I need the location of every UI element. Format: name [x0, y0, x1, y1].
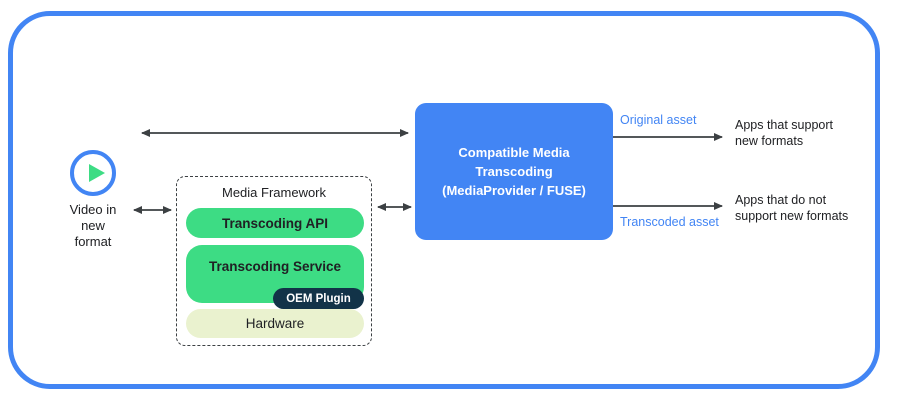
oem-plugin-label: OEM Plugin [286, 292, 351, 305]
video-caption-line-2: new [81, 218, 105, 233]
apps-supporting-new-formats-label: Apps that support new formats [735, 117, 833, 149]
hardware-block[interactable]: Hardware [186, 309, 364, 338]
cmt-line-3: (MediaProvider / FUSE) [442, 183, 586, 198]
oem-plugin-badge[interactable]: OEM Plugin [273, 288, 364, 309]
cmt-line-1: Compatible Media [458, 145, 570, 160]
hardware-label: Hardware [245, 316, 305, 331]
cmt-text-block: Compatible Media Transcoding (MediaProvi… [442, 143, 586, 200]
original-asset-label: Original asset [620, 113, 697, 127]
transcoding-service-label: Transcoding Service [208, 259, 342, 274]
play-circle-icon [70, 150, 116, 196]
play-triangle-icon [89, 164, 105, 182]
compatible-media-transcoding-box[interactable]: Compatible Media Transcoding (MediaProvi… [415, 103, 613, 240]
media-framework-container: Media Framework Transcoding API Transcod… [176, 176, 372, 346]
media-framework-title: Media Framework [221, 185, 327, 200]
video-source-caption: Video in new format [43, 202, 143, 250]
apps-not-supporting-line-1: Apps that do not [735, 193, 827, 207]
transcoding-api-block[interactable]: Transcoding API [186, 208, 364, 238]
apps-not-supporting-line-2: support new formats [735, 209, 849, 223]
apps-supporting-line-2: new formats [735, 134, 804, 148]
transcoded-asset-label: Transcoded asset [620, 215, 719, 229]
cmt-line-2: Transcoding [475, 164, 553, 179]
apps-supporting-line-1: Apps that support [735, 118, 833, 132]
video-caption-line-3: format [74, 234, 112, 249]
apps-not-supporting-new-formats-label: Apps that do not support new formats [735, 192, 848, 224]
transcoding-api-label: Transcoding API [221, 215, 329, 231]
video-caption-line-1: Video in [69, 202, 117, 217]
